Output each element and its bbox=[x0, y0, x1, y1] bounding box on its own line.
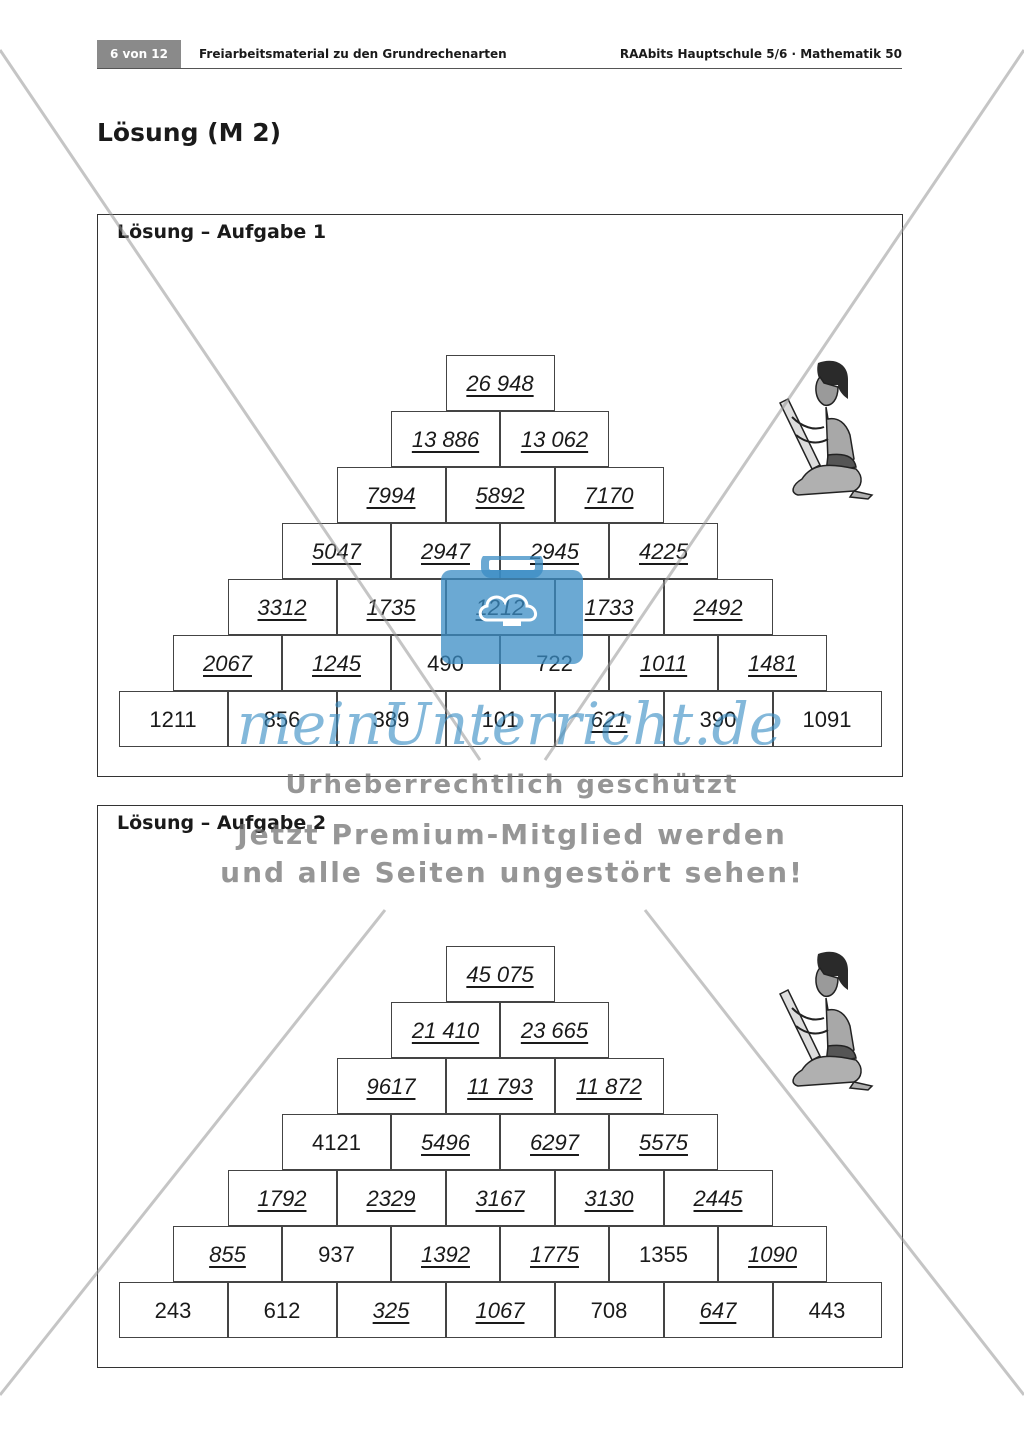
pyramid-cell: 45 075 bbox=[445, 946, 555, 1002]
pyramid-cell: 21 410 bbox=[391, 1002, 500, 1058]
pyramid-cell: 612 bbox=[227, 1282, 337, 1338]
pyramid-cell: 3167 bbox=[445, 1170, 555, 1226]
header-series: RAAbits Hauptschule 5/6 · Mathematik 50 bbox=[619, 47, 902, 61]
watermark-copyright: Urheberrechtlich geschützt bbox=[285, 770, 739, 800]
pyramid-cell: 443 bbox=[772, 1282, 882, 1338]
panel-title-1: Lösung – Aufgabe 1 bbox=[117, 221, 327, 243]
pyramid-cell: 937 bbox=[282, 1226, 391, 1282]
page-title: Lösung (M 2) bbox=[97, 118, 282, 147]
pyramid-cell: 4121 bbox=[282, 1114, 391, 1170]
pyramid-cell: 1792 bbox=[227, 1170, 337, 1226]
watermark-premium: Jetzt Premium-Mitglied werden bbox=[237, 818, 787, 851]
pyramid-cell: 9617 bbox=[336, 1058, 446, 1114]
header-subject: Freiarbeitsmaterial zu den Grundrechenar… bbox=[199, 47, 507, 61]
pyramid-cell: 13 062 bbox=[500, 411, 609, 467]
scribe-figure-icon bbox=[779, 360, 874, 500]
panel-title-2: Lösung – Aufgabe 2 bbox=[117, 812, 327, 834]
page-header: 6 von 12 Freiarbeitsmaterial zu den Grun… bbox=[97, 40, 902, 69]
pyramid-cell: 708 bbox=[554, 1282, 664, 1338]
watermark-premium-2: und alle Seiten ungestört sehen! bbox=[220, 856, 804, 889]
pyramid-cell: 3130 bbox=[554, 1170, 664, 1226]
pyramid-cell: 5496 bbox=[391, 1114, 500, 1170]
pyramid-cell: 1011 bbox=[609, 635, 718, 691]
pyramid-cell: 1090 bbox=[718, 1226, 827, 1282]
pyramid-cell: 11 872 bbox=[554, 1058, 664, 1114]
watermark-logo: meinUnterricht.de bbox=[236, 690, 784, 758]
pyramid-cell: 4225 bbox=[609, 523, 718, 579]
pyramid-cell: 13 886 bbox=[391, 411, 500, 467]
pyramid-cell: 2492 bbox=[663, 579, 773, 635]
pyramid-cell: 5575 bbox=[609, 1114, 718, 1170]
scribe-figure-icon bbox=[779, 951, 874, 1091]
pyramid-cell: 11 793 bbox=[445, 1058, 555, 1114]
pyramid-cell: 23 665 bbox=[500, 1002, 609, 1058]
briefcase-cloud-icon bbox=[441, 556, 583, 664]
pyramid-cell: 1245 bbox=[282, 635, 391, 691]
pyramid-cell: 1481 bbox=[718, 635, 827, 691]
page-number-badge: 6 von 12 bbox=[97, 40, 181, 68]
pyramid-cell: 2329 bbox=[336, 1170, 446, 1226]
pyramid-cell: 5892 bbox=[445, 467, 555, 523]
pyramid-cell: 855 bbox=[173, 1226, 282, 1282]
pyramid-cell: 3312 bbox=[227, 579, 337, 635]
pyramid-cell: 1735 bbox=[336, 579, 446, 635]
pyramid-cell: 1392 bbox=[391, 1226, 500, 1282]
pyramid-cell: 1067 bbox=[445, 1282, 555, 1338]
pyramid-cell: 5047 bbox=[282, 523, 391, 579]
pyramid-cell: 647 bbox=[663, 1282, 773, 1338]
pyramid-cell: 325 bbox=[336, 1282, 446, 1338]
pyramid-cell: 2445 bbox=[663, 1170, 773, 1226]
pyramid-cell: 6297 bbox=[500, 1114, 609, 1170]
pyramid-cell: 26 948 bbox=[445, 355, 555, 411]
pyramid-cell: 7170 bbox=[554, 467, 664, 523]
pyramid-cell: 2067 bbox=[173, 635, 282, 691]
pyramid-cell: 243 bbox=[118, 1282, 228, 1338]
pyramid-cell: 1355 bbox=[609, 1226, 718, 1282]
pyramid-cell: 1775 bbox=[500, 1226, 609, 1282]
pyramid-cell: 7994 bbox=[336, 467, 446, 523]
